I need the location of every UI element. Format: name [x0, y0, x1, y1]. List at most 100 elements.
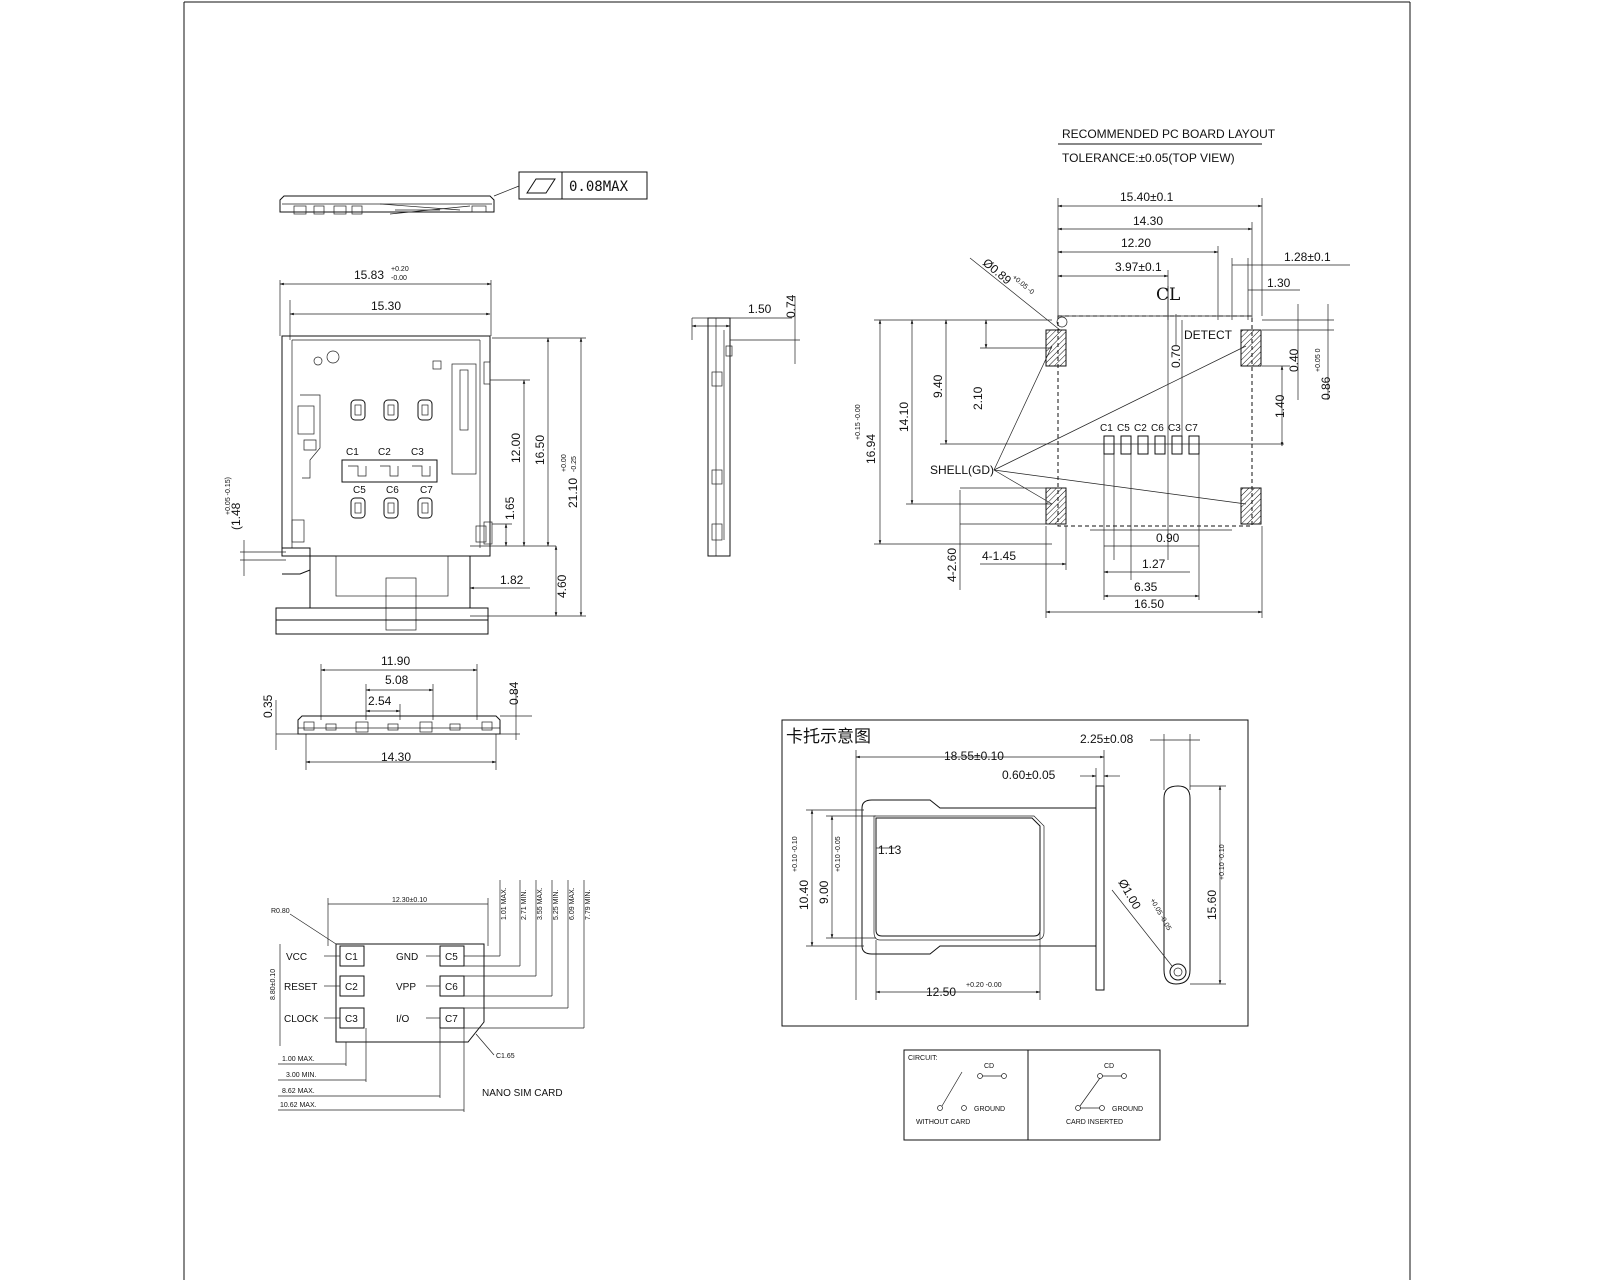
pcb-pad-c2: C2 [1134, 423, 1147, 434]
dim-height-12-00: 12.00 [509, 433, 523, 463]
dim-front-5-08: 5.08 [385, 673, 409, 687]
shell-pad-bl [1045, 487, 1067, 525]
pcb-dim-0-70: 0.70 [1169, 344, 1183, 368]
connector-top-view: 15.83 +0.20 -0.00 15.30 C1 C2 C3 C5 [225, 266, 586, 635]
pcb-dim-4-1-45: 4-1.45 [982, 549, 1016, 563]
circuit-card-inserted: CARD INSERTED [1066, 1119, 1123, 1126]
contact-label-c3: C3 [411, 447, 424, 458]
sim-vdim-1: 1.01 MAX. [501, 887, 508, 920]
dim-left-1-48-tol: +0.05 -0.15) [225, 477, 232, 515]
pcb-pad-c5: C5 [1117, 423, 1130, 434]
dim-front-0-84: 0.84 [507, 681, 521, 705]
tray-dim-0-60: 0.60±0.05 [1002, 768, 1056, 782]
pcb-dim-3-97: 3.97±0.1 [1115, 260, 1162, 274]
sim-vdim-6: 7.79 MIN. [585, 890, 592, 920]
flatness-value: 0.08MAX [569, 179, 629, 195]
pcb-dim-0-86: 0.86 [1319, 376, 1333, 400]
sim-pad-label-c1: C1 [345, 952, 358, 963]
pcb-dim-15-40: 15.40±0.1 [1120, 190, 1174, 204]
dim-front-0-35: 0.35 [261, 694, 275, 718]
pcb-hole: Ø0.89 [980, 256, 1014, 288]
dim-side-height: 0.74 [784, 294, 798, 318]
pcb-dim-14-30: 14.30 [1133, 214, 1163, 228]
connector-front-view: 11.90 5.08 2.54 14.30 0.35 0.84 [261, 654, 532, 770]
tray-dim-1-13: 1.13 [878, 843, 902, 857]
sim-label: NANO SIM CARD [482, 1088, 563, 1099]
pcb-dim-0-86-tol: +0.05 0 [1315, 348, 1322, 372]
dim-width-inner: 15.30 [371, 299, 401, 313]
tray-dim-9-00: 9.00 [817, 880, 831, 904]
dim-front-2-54: 2.54 [368, 694, 392, 708]
nano-sim-card: 12.30±0.10 R0.80 8.80±0.10 C1.65 C1 C2 C… [270, 880, 592, 1112]
dim-offset-1-82: 1.82 [500, 573, 524, 587]
contact-label-c1: C1 [346, 447, 359, 458]
pcb-dim-4-2-60: 4-2.60 [945, 548, 959, 582]
pcb-dim-14-10: 14.10 [897, 402, 911, 432]
pcb-dim-6-35: 6.35 [1134, 580, 1158, 594]
sim-pad-label-c2: C2 [345, 982, 358, 993]
sim-hdim-2: 3.00 MIN. [286, 1072, 316, 1079]
pcb-dim-1-28: 1.28±0.1 [1284, 250, 1331, 264]
sim-pad-label-c5: C5 [445, 952, 458, 963]
dim-height-16-50: 16.50 [533, 435, 547, 465]
pcb-dim-0-90: 0.90 [1156, 531, 1180, 545]
tray-dim-12-50-tol: +0.20 -0.00 [966, 982, 1002, 989]
pcb-layout: RECOMMENDED PC BOARD LAYOUT TOLERANCE:±0… [855, 127, 1350, 618]
contact-label-c6: C6 [386, 485, 399, 496]
pcb-dim-1-40: 1.40 [1273, 394, 1287, 418]
shell-pad-br [1240, 487, 1262, 525]
dim-front-11-90: 11.90 [381, 654, 410, 668]
pcb-dim-2-10: 2.10 [971, 386, 985, 410]
sim-pin-vpp: VPP [396, 982, 416, 993]
sim-hdim-3: 8.62 MAX. [282, 1088, 315, 1095]
tray-dim-9-00-tol: +0.10 -0.05 [835, 836, 842, 872]
circuit-cd-1: CD [984, 1063, 994, 1070]
sim-vdim-2: 2.71 MIN. [521, 890, 528, 920]
tray-dim-hole-tol: +0.05 -0.05 [1148, 898, 1172, 932]
sim-corner: R0.80 [271, 908, 290, 915]
contact-label-c5: C5 [353, 485, 366, 496]
sim-pin-reset: RESET [284, 982, 317, 993]
sim-vdim-4: 5.25 MIN. [553, 890, 560, 920]
circuit-ground-2: GROUND [1112, 1106, 1143, 1113]
contact-label-c7: C7 [420, 485, 433, 496]
sim-chamfer: C1.65 [496, 1053, 515, 1060]
tray-dim-15-60: 15.60 [1205, 890, 1219, 920]
sim-pin-io: I/O [396, 1014, 410, 1025]
circuit-label: CIRCUIT: [908, 1055, 938, 1062]
pcb-pad-c7: C7 [1185, 423, 1198, 434]
sim-pin-clock: CLOCK [284, 1014, 319, 1025]
tray-dim-hole: Ø1.00 [1115, 877, 1144, 913]
tray-dim-12-50: 12.50 [926, 985, 956, 999]
tray-dim-10-40-tol: +0.10 -0.10 [792, 836, 799, 872]
tray-diagram: 卡托示意图 18.55±0.10 0.60±0.05 1.13 10.40 +0… [781, 719, 1249, 1027]
sim-pin-gnd: GND [396, 952, 418, 963]
tray-dim-2-25: 2.25±0.08 [1080, 732, 1134, 746]
pcb-pad-c6: C6 [1151, 423, 1164, 434]
dim-side-width: 1.50 [748, 302, 772, 316]
pcb-hole-tol: +0.05 -0 [1011, 274, 1035, 296]
tray-dim-10-40: 10.40 [797, 880, 811, 910]
shell-pad-tr [1240, 329, 1262, 367]
sim-hdim-4: 10.62 MAX. [280, 1102, 317, 1109]
flatness-callout: 0.08MAX [493, 171, 648, 200]
dim-width-total: 15.83 [354, 268, 384, 282]
dim-height-tol-plus: +0.00 [561, 454, 568, 472]
dim-tol-plus: +0.20 [391, 266, 409, 273]
pcb-dim-16-94-tol: +0.15 -0.00 [855, 404, 862, 440]
pcb-dim-1-27: 1.27 [1142, 557, 1166, 571]
dim-height-4-60: 4.60 [555, 574, 569, 598]
pcb-dim-16-50: 16.50 [1134, 597, 1164, 611]
dim-height-total: 21.10 [566, 478, 580, 508]
sim-vdim-3: 3.55 MAX. [537, 887, 544, 920]
dim-height-1-65: 1.65 [503, 496, 517, 520]
tray-dim-18-55: 18.55±0.10 [944, 749, 1004, 763]
dim-tol-minus: -0.00 [391, 275, 407, 282]
sim-vdim-5: 6.09 MAX. [569, 887, 576, 920]
sim-pad-label-c6: C6 [445, 982, 458, 993]
circuit-without-card: WITHOUT CARD [916, 1119, 970, 1126]
circuit-box: CIRCUIT: CD GROUND WITHOUT CARD CD GROUN… [903, 1049, 1161, 1141]
pcb-pad-c3: C3 [1168, 423, 1181, 434]
pcb-shell: SHELL(GD) [930, 463, 994, 477]
